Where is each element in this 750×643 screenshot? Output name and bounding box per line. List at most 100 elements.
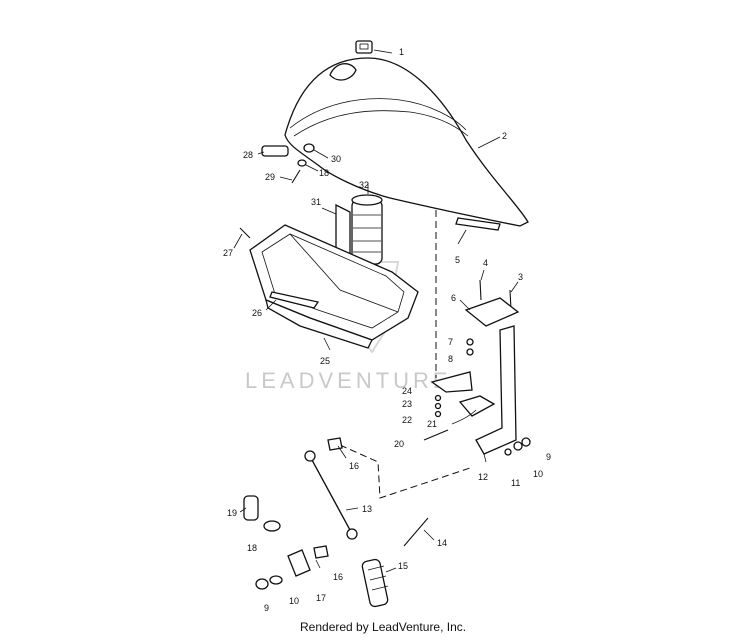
part-latch bbox=[430, 371, 496, 425]
part-tether-rod bbox=[403, 517, 429, 547]
part-storage-tray bbox=[249, 224, 419, 351]
part-spring bbox=[361, 558, 397, 608]
vent-cap-slot bbox=[359, 43, 369, 50]
leader-line bbox=[257, 151, 265, 155]
callout-14: 14 bbox=[437, 538, 447, 548]
part-ball-stud bbox=[313, 545, 329, 559]
callout-1: 1 bbox=[399, 47, 404, 57]
callout-13: 13 bbox=[362, 504, 372, 514]
part-nut bbox=[466, 338, 474, 346]
callout-9-bottom: 9 bbox=[264, 603, 269, 613]
part-washer bbox=[513, 441, 523, 451]
leader-line bbox=[385, 567, 397, 573]
leader-line bbox=[483, 453, 487, 463]
assembly-dashed-line bbox=[339, 444, 471, 499]
leader-line bbox=[423, 529, 435, 541]
strut-rod-inner bbox=[311, 459, 351, 531]
callout-22: 22 bbox=[402, 415, 412, 425]
tray-floor-line bbox=[289, 233, 399, 313]
part-washer bbox=[263, 520, 281, 532]
callout-6: 6 bbox=[451, 293, 456, 303]
spring-coil bbox=[371, 585, 389, 591]
spring-coil bbox=[367, 565, 385, 571]
callout-24: 24 bbox=[402, 386, 412, 396]
callout-29: 29 bbox=[265, 172, 275, 182]
part-washer bbox=[269, 575, 283, 585]
part-bolt bbox=[479, 279, 482, 301]
callout-10-right: 10 bbox=[533, 469, 543, 479]
part-washer bbox=[297, 159, 307, 167]
callout-12: 12 bbox=[478, 472, 488, 482]
callout-26: 26 bbox=[252, 308, 262, 318]
callout-9-right: 9 bbox=[546, 452, 551, 462]
part-washer bbox=[434, 402, 442, 410]
spring-body bbox=[361, 558, 389, 608]
leader-line bbox=[337, 445, 347, 459]
canister-body bbox=[351, 199, 383, 265]
leader-line bbox=[321, 207, 337, 215]
leader-line bbox=[345, 507, 359, 511]
leader-line bbox=[233, 233, 243, 249]
callout-11: 11 bbox=[511, 478, 520, 488]
part-bolt bbox=[243, 495, 259, 521]
callout-23: 23 bbox=[402, 399, 412, 409]
strut-end-top bbox=[304, 450, 316, 462]
latch-plate bbox=[430, 371, 473, 393]
callout-2: 2 bbox=[502, 131, 507, 141]
callout-18-bottom: 18 bbox=[247, 543, 257, 553]
leader-line bbox=[239, 507, 247, 513]
part-seal-strip bbox=[455, 217, 501, 231]
callout-10-bottom: 10 bbox=[289, 596, 299, 606]
part-nut bbox=[255, 578, 269, 590]
callout-20: 20 bbox=[394, 439, 404, 449]
part-pin bbox=[423, 429, 449, 441]
part-nut bbox=[521, 437, 531, 447]
part-grommet bbox=[303, 143, 315, 153]
footer-credit: Rendered by LeadVenture, Inc. bbox=[300, 620, 466, 634]
callout-31: 31 bbox=[311, 197, 321, 207]
part-support-arm bbox=[475, 325, 517, 455]
callout-28: 28 bbox=[243, 150, 253, 160]
part-screw bbox=[434, 410, 442, 418]
leader-line bbox=[323, 337, 331, 351]
callout-labels: 1 2 3 4 5 6 7 8 9 9 10 10 11 12 13 14 15… bbox=[223, 47, 551, 613]
part-screw bbox=[291, 169, 301, 184]
callout-30: 30 bbox=[331, 154, 341, 164]
callout-21: 21 bbox=[427, 419, 437, 429]
hood-body bbox=[284, 57, 529, 227]
vent-cap-body bbox=[355, 40, 373, 54]
callout-5: 5 bbox=[455, 255, 460, 265]
part-clip bbox=[239, 227, 251, 239]
part-nut bbox=[434, 394, 442, 402]
hood-contour-line-2 bbox=[293, 110, 469, 137]
leader-line bbox=[477, 136, 501, 149]
part-strip bbox=[269, 291, 320, 309]
callout-16-bottom: 16 bbox=[333, 572, 343, 582]
callout-8: 8 bbox=[448, 354, 453, 364]
leader-line bbox=[510, 281, 519, 293]
callout-25: 25 bbox=[320, 356, 330, 366]
part-filter-canister bbox=[351, 183, 383, 265]
leader-line bbox=[315, 559, 321, 569]
leader-line bbox=[459, 299, 471, 311]
leader-line bbox=[373, 49, 393, 54]
part-gas-strut bbox=[304, 450, 359, 540]
leader-line bbox=[305, 164, 319, 172]
leader-line bbox=[279, 176, 293, 181]
callout-7: 7 bbox=[448, 337, 453, 347]
leader-line bbox=[457, 229, 467, 245]
canister-top bbox=[351, 194, 383, 206]
callout-3: 3 bbox=[518, 272, 523, 282]
hood-contour-line bbox=[289, 98, 467, 131]
spring-coil bbox=[369, 575, 387, 581]
leader-line bbox=[265, 299, 277, 311]
part-hinge bbox=[464, 297, 520, 327]
callout-15: 15 bbox=[398, 561, 408, 571]
part-mount-plate bbox=[287, 549, 311, 577]
strut-end-bottom bbox=[346, 528, 358, 540]
part-bolt-head bbox=[504, 448, 512, 456]
part-washer bbox=[466, 348, 474, 356]
callout-32: 32 bbox=[359, 180, 369, 190]
